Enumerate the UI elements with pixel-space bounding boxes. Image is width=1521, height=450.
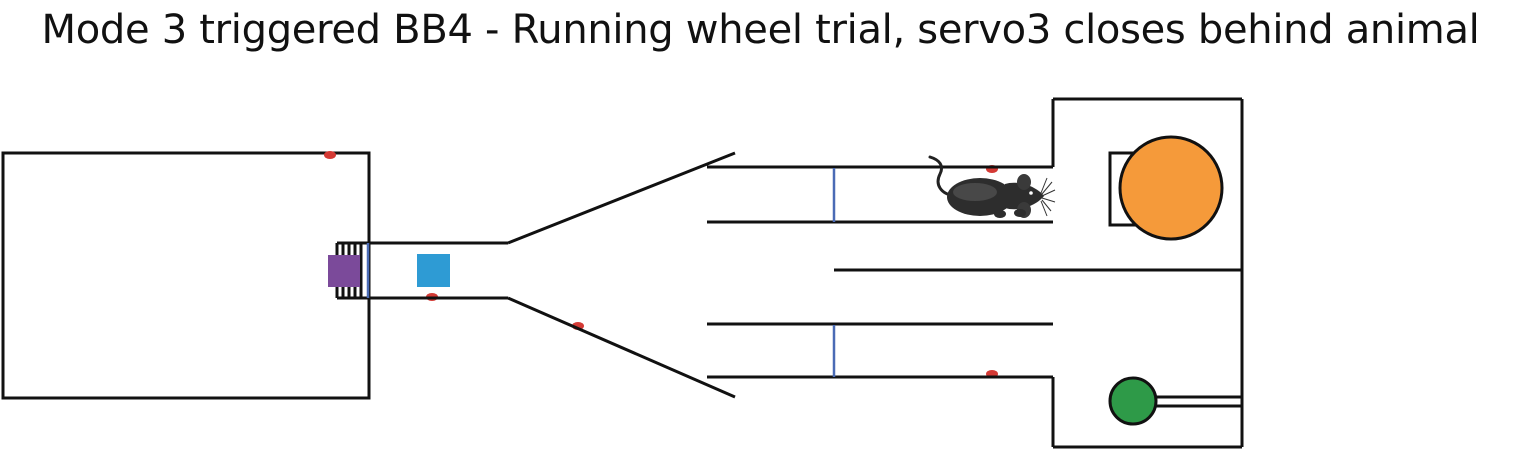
diagram-title: Mode 3 triggered BB4 - Running wheel tri… <box>41 7 1480 53</box>
upper-arm <box>707 165 1053 224</box>
mouse-icon <box>928 155 1056 218</box>
funnel <box>507 151 736 399</box>
water-spout <box>1108 376 1242 426</box>
running-wheel <box>1108 135 1224 241</box>
water-spout-ball <box>1108 376 1158 426</box>
home-cage <box>1 151 371 400</box>
entry-door <box>328 255 360 287</box>
reward-chamber <box>834 97 1244 449</box>
lower-arm <box>707 322 1053 379</box>
rfid-block <box>417 254 450 287</box>
wheel-circle <box>1118 135 1224 241</box>
sensor-home-cage <box>324 151 336 159</box>
